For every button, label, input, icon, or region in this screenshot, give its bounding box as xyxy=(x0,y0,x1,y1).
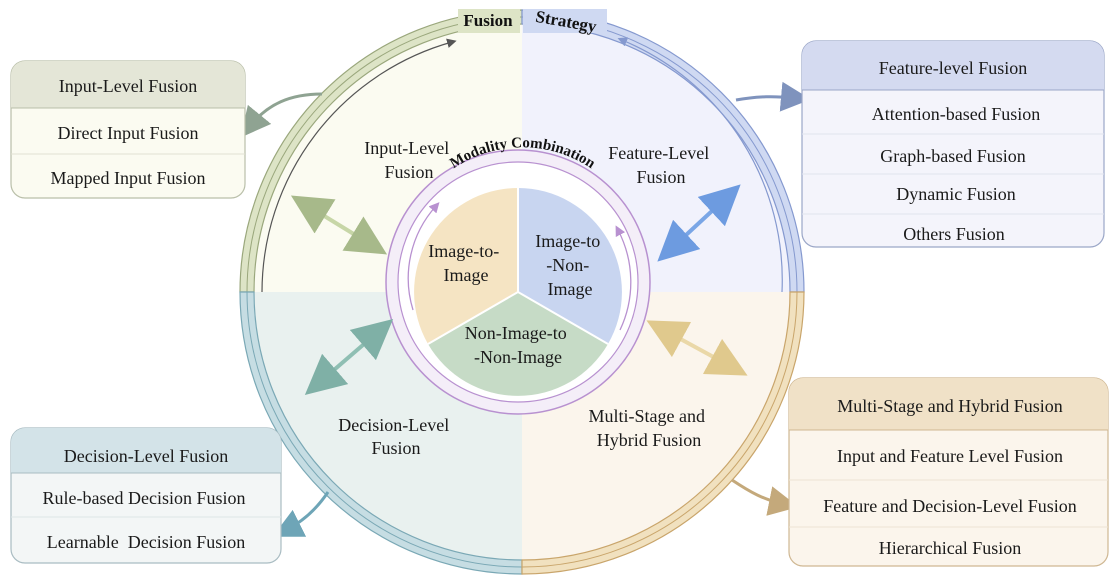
label-image-to-nonimage: Image-to -Non- Image xyxy=(535,231,604,299)
ring-title-fusion: Fusion xyxy=(463,11,513,30)
outer-ring xyxy=(239,9,805,575)
ring-arrow-right xyxy=(617,37,783,293)
inner-ring-arrow-left xyxy=(407,202,440,311)
box-hybrid-item: Feature and Decision-Level Fusion xyxy=(823,496,1076,516)
box-feature-title: Feature-level Fusion xyxy=(879,58,1027,78)
inner-labels: Image-to- Image Image-to -Non- Image Non… xyxy=(428,231,604,367)
box-hybrid-item: Input and Feature Level Fusion xyxy=(837,446,1063,466)
box-feature-item: Attention-based Fusion xyxy=(872,104,1041,124)
box-decision-item: Rule-based Decision Fusion xyxy=(43,488,246,508)
inner-pie xyxy=(414,188,622,396)
sector-label-decision: Decision-Level Fusion xyxy=(338,415,453,458)
box-hybrid: Multi-Stage and Hybrid Fusion Input and … xyxy=(788,377,1109,567)
arrow-feature-double xyxy=(657,184,741,262)
arrow-hybrid-double xyxy=(646,320,748,376)
box-hybrid-item: Hierarchical Fusion xyxy=(879,538,1021,558)
arrow-to-decision-box xyxy=(272,491,330,537)
arrow-to-feature-box xyxy=(735,81,811,112)
arrow-decision-double xyxy=(304,318,394,396)
pie-nonimage-to-nonimage xyxy=(428,292,608,396)
arrow-to-input-box xyxy=(240,92,323,138)
box-input-item: Direct Input Fusion xyxy=(58,123,199,143)
box-arrows xyxy=(240,81,811,537)
sector-label-feature: Feature-Level Fusion xyxy=(608,143,713,187)
label-nonimage-to-nonimage: Non-Image-to -Non-Image xyxy=(465,323,571,367)
box-input-title: Input-Level Fusion xyxy=(59,76,197,96)
arrow-to-hybrid-box xyxy=(731,478,799,516)
ring-title: Fusion Strategy xyxy=(458,7,607,36)
box-input-level: Input-Level Fusion Direct Input Fusion M… xyxy=(10,60,246,199)
box-feature-item: Others Fusion xyxy=(903,224,1005,244)
sector-labels: Input-Level Fusion Feature-Level Fusion … xyxy=(338,138,713,458)
ring-arrow-left xyxy=(261,38,457,293)
sector-label-hybrid: Multi-Stage and Hybrid Fusion xyxy=(589,406,710,450)
inner-ring-arrow-right xyxy=(615,225,632,331)
box-feature-level: Feature-level Fusion Attention-based Fus… xyxy=(801,40,1105,248)
box-feature-item: Dynamic Fusion xyxy=(896,184,1016,204)
quadrant-arrows xyxy=(290,184,748,396)
box-input-item: Mapped Input Fusion xyxy=(51,168,206,188)
pie-image-to-image xyxy=(414,188,518,344)
pie-image-to-nonimage xyxy=(518,188,622,344)
box-hybrid-title: Multi-Stage and Hybrid Fusion xyxy=(837,396,1063,416)
sector-label-input: Input-Level Fusion xyxy=(364,138,453,182)
label-image-to-image: Image-to- Image xyxy=(428,241,503,285)
arrow-input-double xyxy=(290,195,388,255)
box-decision-title: Decision-Level Fusion xyxy=(64,446,228,466)
box-decision-level: Decision-Level Fusion Rule-based Decisio… xyxy=(10,427,282,564)
box-feature-item: Graph-based Fusion xyxy=(880,146,1025,166)
box-decision-item: Learnable Decision Fusion xyxy=(47,532,245,552)
